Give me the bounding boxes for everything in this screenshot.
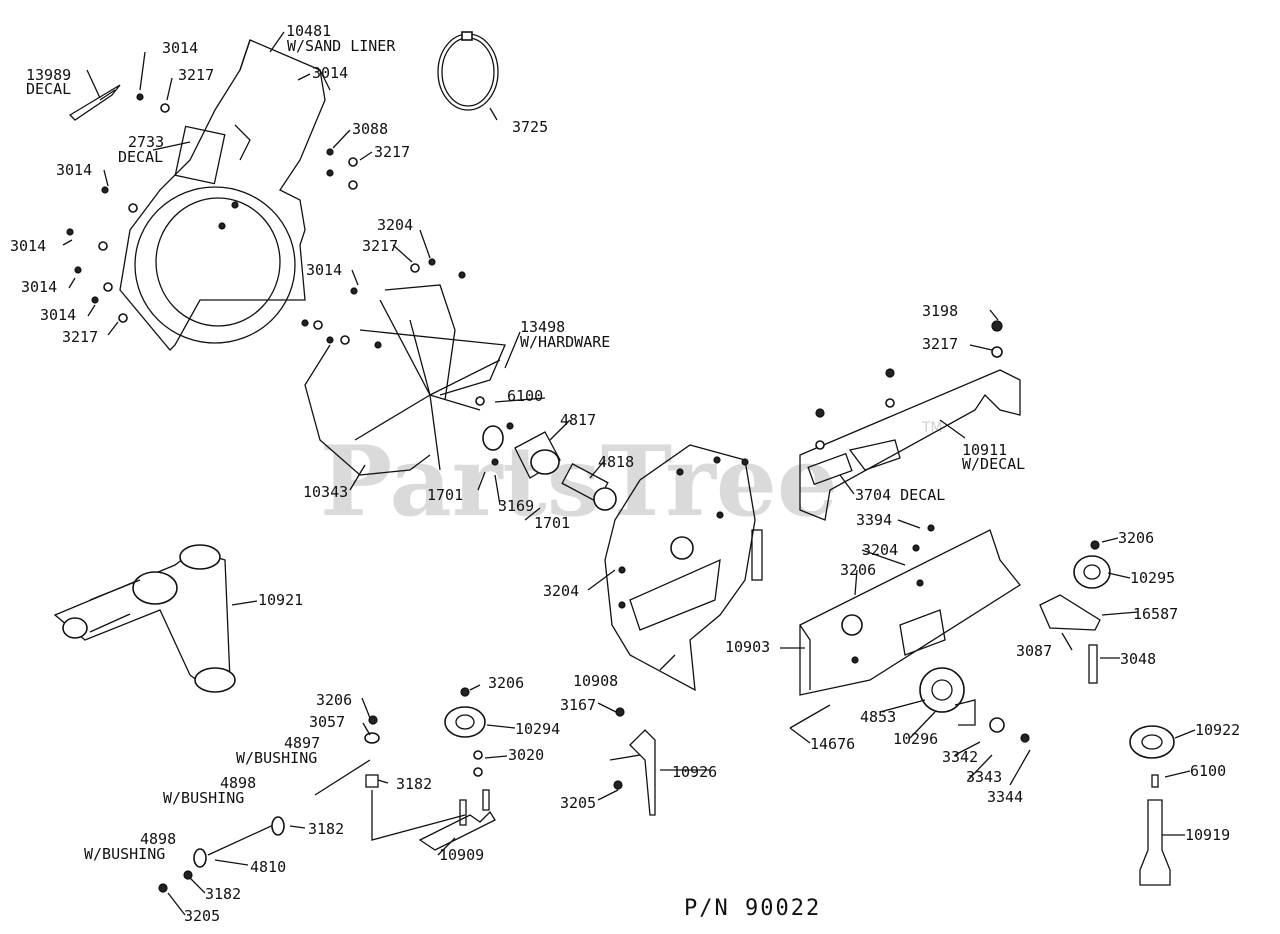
callout-3217-b: 3217	[62, 328, 98, 346]
callout-3206-c: 3206	[316, 691, 352, 709]
callout-3206-a: 3206	[840, 561, 876, 579]
callout-3014-c: 3014	[56, 161, 92, 179]
callout-labels: 10481 W/SAND LINER 3014 3217 3014 13989 …	[10, 22, 1240, 925]
pulley-10295	[1039, 540, 1111, 684]
pulley-10294	[418, 687, 496, 851]
callout-4810: 4810	[250, 858, 286, 876]
callout-3014-g: 3014	[306, 261, 342, 279]
callout-4898-b: 4898	[140, 830, 176, 848]
leader-lines	[62, 31, 1196, 916]
callout-w-hardware: W/HARDWARE	[520, 333, 610, 351]
callout-4853: 4853	[860, 708, 896, 726]
callout-10343: 10343	[303, 483, 348, 501]
callout-10926: 10926	[672, 763, 717, 781]
decal-13989	[68, 84, 121, 121]
callout-4898-a: 4898	[220, 774, 256, 792]
callout-3204-c: 3204	[543, 582, 579, 600]
clamp-3725	[437, 31, 499, 111]
callout-3205-a: 3205	[184, 907, 220, 925]
callout-10295: 10295	[1130, 569, 1175, 587]
callout-3217-a: 3217	[178, 66, 214, 84]
callout-4818: 4818	[598, 453, 634, 471]
callout-3057: 3057	[309, 713, 345, 731]
callout-10919: 10919	[1185, 826, 1230, 844]
housing-bolts	[66, 93, 358, 323]
mounting-bracket-10903	[799, 524, 1021, 696]
callout-3198: 3198	[922, 302, 958, 320]
callout-10294: 10294	[515, 720, 560, 738]
watermark: PartsTree	[320, 425, 838, 538]
callout-3204-b: 3204	[862, 541, 898, 559]
pulley-10922	[1129, 725, 1175, 886]
backplate-10908	[604, 444, 763, 692]
callout-3014-a: 3014	[162, 39, 198, 57]
callout-w-bushing-b: W/BUSHING	[163, 789, 244, 807]
impeller-10343	[304, 284, 506, 476]
callout-3182-a: 3182	[396, 775, 432, 793]
callout-3169: 3169	[498, 497, 534, 515]
watermark-trademark: TM	[921, 420, 943, 436]
callout-w-bushing-c: W/BUSHING	[84, 845, 165, 863]
callout-3206-d: 3206	[488, 674, 524, 692]
blower-housing-10481	[119, 39, 331, 351]
callout-3217-c: 3217	[374, 143, 410, 161]
callout-10911: 10911	[962, 441, 1007, 459]
callout-13498: 13498	[520, 318, 565, 336]
callout-3014-b: 3014	[312, 64, 348, 82]
callout-3020: 3020	[508, 746, 544, 764]
callout-10296: 10296	[893, 730, 938, 748]
callout-3205-b: 3205	[560, 794, 596, 812]
callout-16587: 16587	[1133, 605, 1178, 623]
callout-3704-decal: 3704 DECAL	[855, 486, 945, 504]
callout-14676: 14676	[810, 735, 855, 753]
callout-3182-b: 3182	[308, 820, 344, 838]
pulley-10296	[789, 667, 1030, 743]
callout-decal-a: DECAL	[26, 80, 71, 98]
callout-3014-f: 3014	[40, 306, 76, 324]
callout-w-bushing-a: W/BUSHING	[236, 749, 317, 767]
belt-10921	[53, 544, 236, 693]
callout-3342: 3342	[942, 748, 978, 766]
callout-3204-a: 3204	[377, 216, 413, 234]
callout-3087: 3087	[1016, 642, 1052, 660]
callout-3182-c: 3182	[205, 885, 241, 903]
callout-10921: 10921	[258, 591, 303, 609]
callout-w-decal: W/DECAL	[962, 455, 1025, 473]
callout-4817: 4817	[560, 411, 596, 429]
callout-3217-e: 3217	[922, 335, 958, 353]
part-number: P/N 90022	[684, 896, 821, 921]
callout-6100-b: 6100	[1190, 762, 1226, 780]
callout-3217-d: 3217	[362, 237, 398, 255]
callout-3167: 3167	[560, 696, 596, 714]
callout-3394: 3394	[856, 511, 892, 529]
callout-1701-b: 1701	[534, 514, 570, 532]
callout-10922: 10922	[1195, 721, 1240, 739]
callout-3725: 3725	[512, 118, 548, 136]
callout-10481: 10481	[286, 22, 331, 40]
callout-decal-b: DECAL	[118, 148, 163, 166]
callout-3014-d: 3014	[10, 237, 46, 255]
callout-10909: 10909	[439, 846, 484, 864]
callout-3206-b: 3206	[1118, 529, 1154, 547]
callout-3014-e: 3014	[21, 278, 57, 296]
callout-3343: 3343	[966, 768, 1002, 786]
tensioner-assembly	[158, 715, 466, 893]
lever-10926	[609, 707, 656, 816]
callout-10908: 10908	[573, 672, 618, 690]
callout-1701-a: 1701	[427, 486, 463, 504]
callout-2733: 2733	[128, 133, 164, 151]
callout-13989: 13989	[26, 66, 71, 84]
callout-6100-a: 6100	[507, 387, 543, 405]
callout-3088: 3088	[352, 120, 388, 138]
impeller-hardware	[301, 258, 466, 349]
callout-3344: 3344	[987, 788, 1023, 806]
callout-10903: 10903	[725, 638, 770, 656]
belt-guard-10911	[799, 320, 1021, 521]
callout-3048: 3048	[1120, 650, 1156, 668]
callout-sand-liner: W/SAND LINER	[287, 37, 396, 55]
callout-4897: 4897	[284, 734, 320, 752]
bearing-4817	[482, 422, 617, 511]
